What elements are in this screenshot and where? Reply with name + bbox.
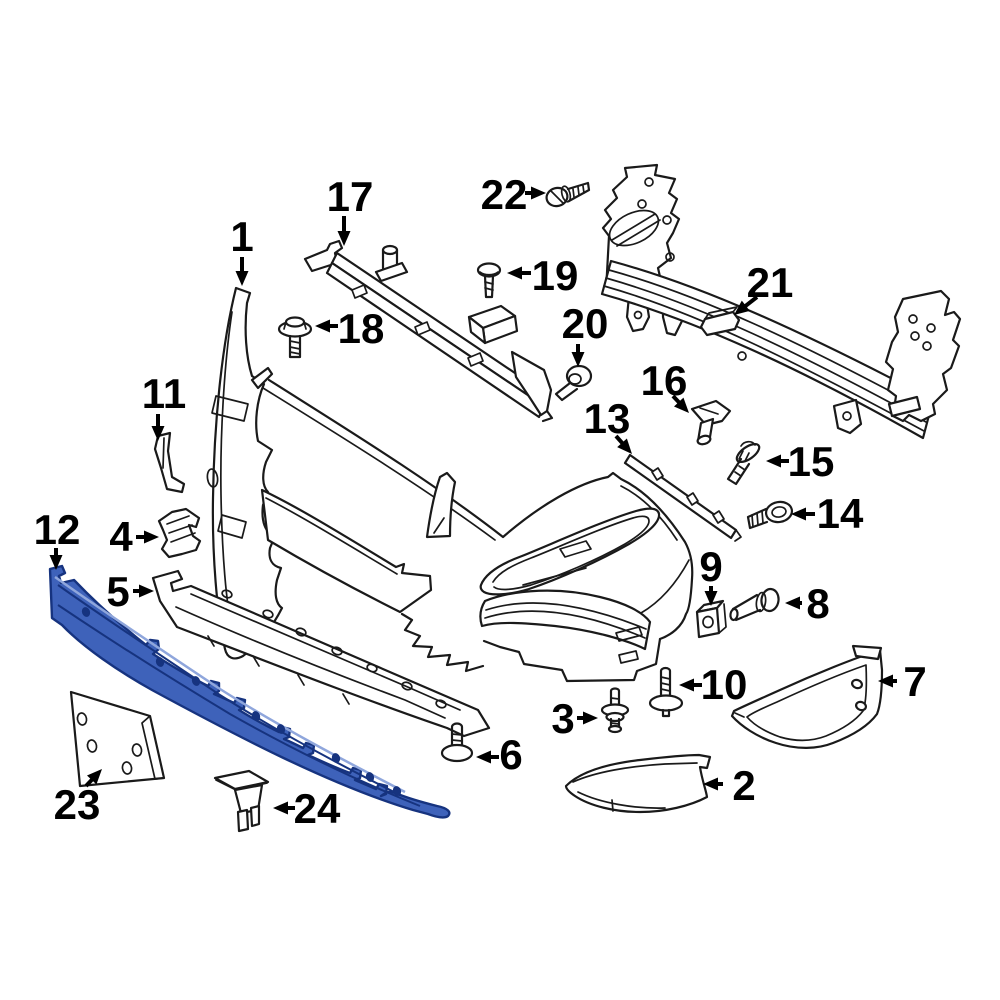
part-16-clip-drawing [690, 399, 732, 446]
callout-23-arrowhead [86, 769, 102, 785]
callout-1-label: 1 [230, 213, 253, 260]
callout-20-arrowhead [571, 352, 585, 367]
callout-13-arrowhead [617, 438, 632, 454]
part-19-screw-drawing [476, 262, 502, 299]
callout-17-label: 17 [327, 173, 374, 220]
callout-22-label: 22 [481, 171, 528, 218]
part-20-bolt-drawing [554, 364, 593, 402]
part-12-valance-highlighted-drawing [48, 564, 451, 819]
callout-5-arrowhead [139, 584, 154, 598]
callout-12-label: 12 [34, 506, 81, 553]
part-15-screw-drawing [726, 440, 761, 486]
callout-21-label: 21 [747, 259, 794, 306]
part-24-clip-drawing [213, 769, 270, 833]
callout-7-arrowhead [878, 674, 893, 688]
bumper-cover-drawing [260, 378, 694, 683]
callout-9-label: 9 [699, 543, 722, 590]
callout-11-arrowhead [151, 426, 165, 441]
part-21-reinforcement-drawing [600, 163, 962, 440]
callout-6-arrowhead [476, 750, 491, 764]
callout-2-arrowhead [703, 777, 718, 791]
callout-10-arrowhead [679, 678, 694, 692]
callout-6-label: 6 [499, 731, 522, 778]
part-2-endcap-drawing [564, 753, 712, 814]
callout-16-label: 16 [641, 357, 688, 404]
callout-11-label: 11 [142, 370, 186, 417]
callout-4-label: 4 [109, 513, 133, 560]
callout-7-label: 7 [903, 658, 926, 705]
part-17-crossmember-drawing [303, 239, 554, 423]
callout-13-label: 13 [584, 395, 631, 442]
part-5-deflector-drawing [151, 569, 491, 738]
callout-12-arrowhead [49, 555, 63, 570]
part-8-bolt-drawing [729, 587, 780, 622]
callout-24-arrowhead [273, 801, 288, 815]
callout-3-arrowhead [583, 711, 598, 725]
callout-24-label: 24 [294, 785, 341, 832]
callout-4-arrowhead [144, 530, 159, 544]
callout-19-label: 19 [532, 252, 579, 299]
callout-15-arrowhead [766, 454, 781, 468]
callout-23-label: 23 [54, 781, 101, 828]
callout-18-label: 18 [338, 305, 385, 352]
callout-10-label: 10 [701, 661, 748, 708]
callout-21-arrowhead [734, 300, 750, 315]
part-4-clip-drawing [157, 507, 202, 559]
part-9-u-nut-drawing [695, 599, 727, 639]
part-14-push-pin-drawing [746, 500, 794, 530]
callout-16-arrowhead [673, 397, 689, 413]
callout-8-label: 8 [806, 580, 829, 627]
callout-14-label: 14 [817, 490, 864, 537]
callout-14-arrowhead [791, 507, 806, 521]
part-6-bolt-drawing [440, 722, 474, 763]
part-13-strip-drawing [623, 453, 742, 542]
part-22-screw-drawing [545, 181, 591, 208]
callout-18-arrowhead [315, 319, 330, 333]
callout-20-label: 20 [562, 300, 609, 347]
part-18-bolt-drawing [277, 316, 313, 359]
part-7-fog-bezel-drawing [730, 644, 884, 749]
part-23-license-bracket-drawing [69, 690, 166, 788]
callout-9-arrowhead [704, 591, 718, 606]
part-3-push-rivet-drawing [600, 687, 630, 734]
callout-22-arrowhead [531, 186, 546, 200]
part-10-screw-drawing [648, 666, 684, 718]
callout-19-arrowhead [507, 266, 522, 280]
callout-3-label: 3 [551, 695, 574, 742]
callout-1-arrowhead [235, 271, 249, 286]
callout-2-label: 2 [732, 762, 755, 809]
callout-5-label: 5 [106, 568, 129, 615]
part-11-bracket-drawing [153, 431, 186, 494]
callout-17-arrowhead [337, 231, 351, 246]
callout-8-arrowhead [785, 596, 800, 610]
callout-15-label: 15 [788, 438, 835, 485]
